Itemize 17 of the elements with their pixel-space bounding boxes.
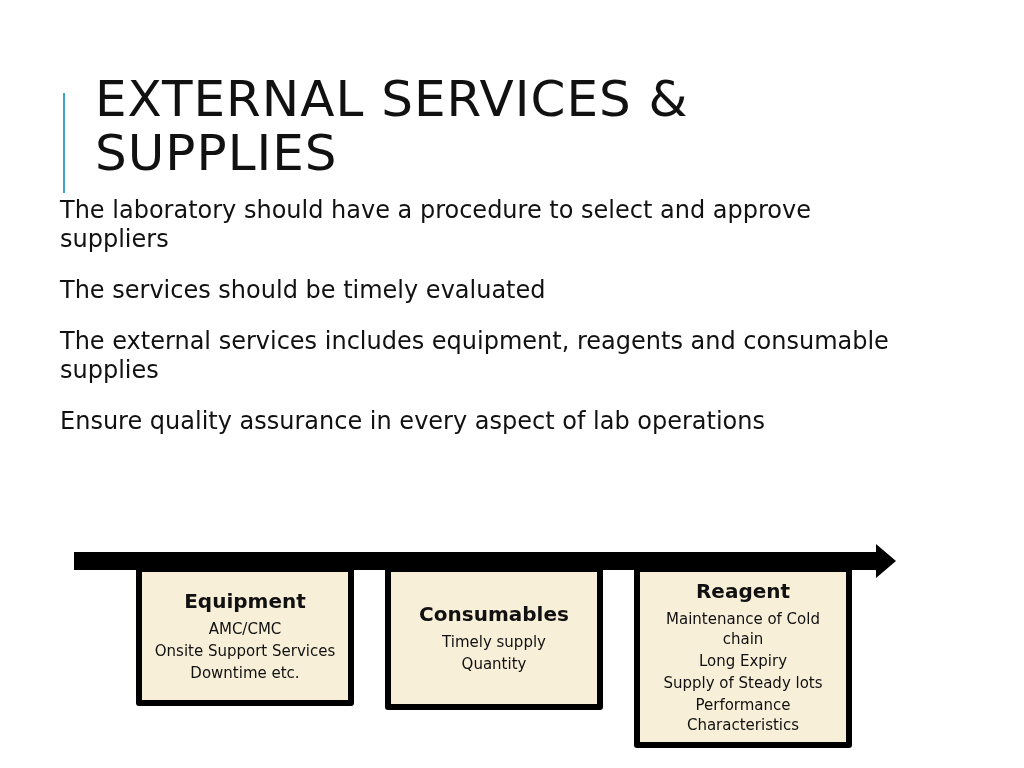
card-item: Downtime etc. — [189, 663, 301, 683]
card-item: Maintenance of Cold chain — [665, 609, 821, 649]
card-item: Timely supply — [441, 632, 547, 652]
bullet-text: The laboratory should have a procedure to select and approve suppliers — [60, 196, 812, 254]
card-heading: Reagent — [694, 578, 792, 604]
bullet-text: The services should be timely evaluated — [60, 276, 547, 305]
bullet-text: The external services includes equipment, reagents and consumable supplies — [60, 327, 890, 385]
card-item: Quantity — [460, 654, 528, 674]
bullet-text: Ensure quality assurance in every aspect of lab operations — [60, 407, 766, 436]
card-heading: Equipment — [183, 588, 307, 614]
card-item: Long Expiry — [697, 651, 789, 671]
card-item: Onsite Support Services — [153, 641, 337, 661]
card-item: AMC/CMC — [207, 619, 283, 639]
card-heading: Consumables — [418, 601, 570, 627]
card-item: Supply of Steady lots — [662, 673, 824, 693]
slide-title: EXTERNAL SERVICES & SUPPLIES — [95, 72, 690, 180]
card-item: Performance Characteristics — [685, 695, 801, 735]
